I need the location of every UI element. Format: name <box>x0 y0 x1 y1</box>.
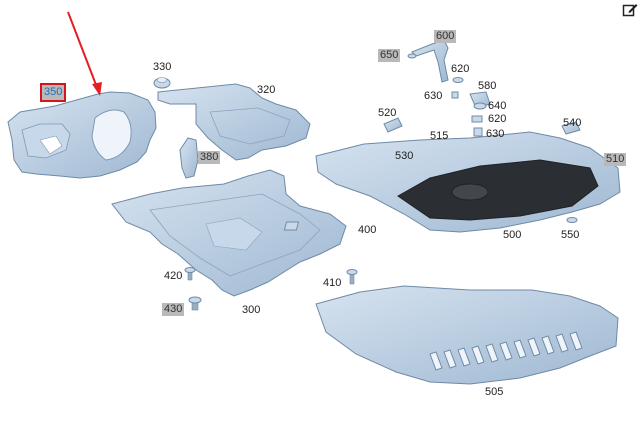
part-430-bolt[interactable] <box>188 296 202 311</box>
label-540[interactable]: 540 <box>563 117 582 129</box>
part-380-bracket[interactable] <box>179 137 199 179</box>
label-505[interactable]: 505 <box>485 386 504 398</box>
hardware-620a[interactable] <box>452 77 464 83</box>
part-550-bolt[interactable] <box>566 217 578 223</box>
label-630b[interactable]: 630 <box>486 128 505 140</box>
label-580[interactable]: 580 <box>478 80 497 92</box>
label-410[interactable]: 410 <box>323 277 342 289</box>
part-300-panel[interactable] <box>111 169 347 297</box>
label-330[interactable]: 330 <box>153 61 172 73</box>
label-650[interactable]: 650 <box>378 49 401 62</box>
label-600[interactable]: 600 <box>434 30 457 43</box>
hardware-630a[interactable] <box>451 91 459 99</box>
part-520-bracket[interactable] <box>383 117 403 133</box>
part-320-panel[interactable] <box>157 83 311 161</box>
part-400-clip[interactable] <box>283 221 300 231</box>
label-530[interactable]: 530 <box>395 150 414 162</box>
label-630a[interactable]: 630 <box>424 90 443 102</box>
label-550[interactable]: 550 <box>561 229 580 241</box>
hardware-620b[interactable] <box>471 115 483 123</box>
hardware-630b[interactable] <box>473 127 483 137</box>
label-380[interactable]: 380 <box>198 151 221 164</box>
label-420[interactable]: 420 <box>164 270 183 282</box>
part-410-bolt[interactable] <box>346 269 358 285</box>
part-420-bolt[interactable] <box>184 267 196 281</box>
label-510[interactable]: 510 <box>604 153 627 166</box>
part-350-panel[interactable] <box>7 91 157 179</box>
part-505-shield[interactable] <box>315 285 619 385</box>
label-520[interactable]: 520 <box>378 107 397 119</box>
hardware-640[interactable] <box>473 102 487 110</box>
label-320[interactable]: 320 <box>257 84 276 96</box>
label-515[interactable]: 515 <box>430 130 449 142</box>
label-430[interactable]: 430 <box>162 303 185 316</box>
label-350[interactable]: 350 <box>40 83 67 102</box>
part-540-bracket[interactable] <box>561 121 581 135</box>
label-300[interactable]: 300 <box>242 304 261 316</box>
part-600-strap[interactable] <box>411 39 449 83</box>
pointer-arrow <box>67 11 102 96</box>
hardware-650[interactable] <box>407 53 417 59</box>
label-640[interactable]: 640 <box>488 100 507 112</box>
edit-icon[interactable] <box>622 2 638 18</box>
label-500[interactable]: 500 <box>503 229 522 241</box>
part-330-cap[interactable] <box>153 77 171 89</box>
label-620a[interactable]: 620 <box>451 63 470 75</box>
label-620b[interactable]: 620 <box>488 113 507 125</box>
part-500-panel[interactable] <box>315 131 621 233</box>
label-400[interactable]: 400 <box>358 224 377 236</box>
